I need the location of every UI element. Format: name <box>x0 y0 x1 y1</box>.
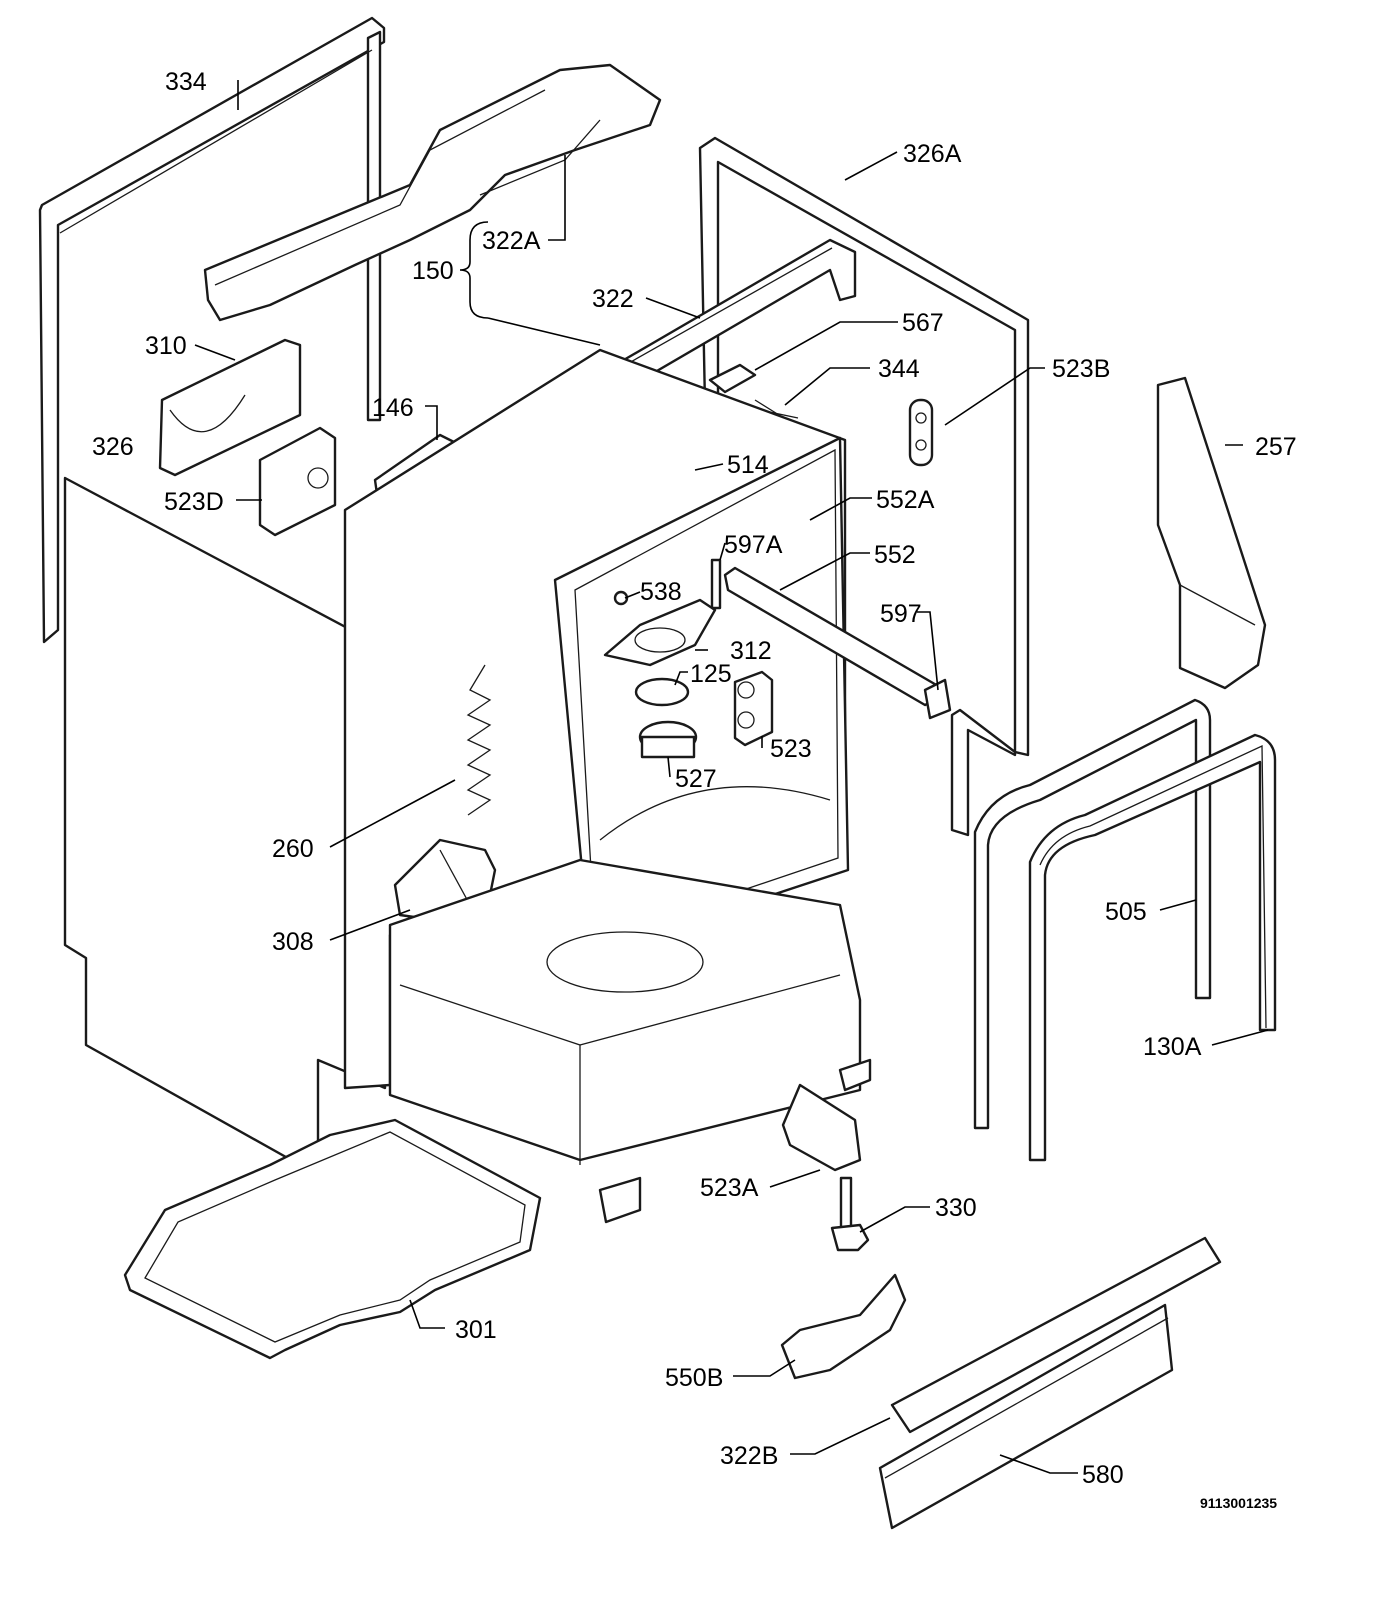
label-597: 597 <box>880 600 922 628</box>
label-322: 322 <box>592 285 634 313</box>
label-146: 146 <box>372 394 414 422</box>
part-597-clip <box>923 678 952 720</box>
part-312-spray-arm <box>603 598 717 667</box>
document-number: 9113001235 <box>1200 1495 1277 1511</box>
label-322A: 322A <box>482 227 541 255</box>
label-523B: 523B <box>1052 355 1110 383</box>
label-552: 552 <box>874 541 916 569</box>
label-580: 580 <box>1082 1461 1124 1489</box>
label-326A: 326A <box>903 140 962 168</box>
part-523A-bracket <box>781 1083 862 1172</box>
part-597A-clip <box>710 558 722 610</box>
part-523D-cover <box>258 426 337 537</box>
part-580-plinth <box>878 1303 1174 1530</box>
part-125-ring <box>634 677 690 707</box>
part-257-wedge <box>1156 376 1267 690</box>
label-330: 330 <box>935 1194 977 1222</box>
label-523D: 523D <box>164 488 224 516</box>
part-334-side-frame <box>38 16 386 644</box>
label-505: 505 <box>1105 898 1147 926</box>
part-330-foot <box>830 1176 870 1252</box>
part-130A-seal <box>1028 733 1277 1162</box>
part-301-tray <box>123 1118 542 1360</box>
part-567-clip <box>708 363 757 394</box>
part-322B-rail <box>890 1236 1222 1434</box>
label-523: 523 <box>770 735 812 763</box>
part-150-brace <box>459 221 489 319</box>
part-523B-bracket <box>908 398 934 467</box>
label-550B: 550B <box>665 1364 723 1392</box>
label-523A: 523A <box>700 1174 759 1202</box>
label-552A: 552A <box>876 486 935 514</box>
label-334: 334 <box>165 68 207 96</box>
label-597A: 597A <box>724 531 783 559</box>
label-310: 310 <box>145 332 187 360</box>
part-550B-bracket <box>780 1273 907 1380</box>
part-labels: 334 322A 150 326A 322 567 310 344 523B 1… <box>92 68 1297 1511</box>
label-125: 125 <box>690 660 732 688</box>
leader-lines <box>194 80 1269 1474</box>
label-514: 514 <box>727 451 769 479</box>
label-260: 260 <box>272 835 314 863</box>
part-310-cover <box>158 338 302 477</box>
part-505-seal <box>973 698 1212 1130</box>
label-130A: 130A <box>1143 1033 1202 1061</box>
part-527-filter <box>638 720 698 759</box>
part-326-side-panel <box>63 476 387 1177</box>
label-301: 301 <box>455 1316 497 1344</box>
label-326: 326 <box>92 433 134 461</box>
base-frame <box>388 858 872 1224</box>
label-312: 312 <box>730 637 772 665</box>
label-322B: 322B <box>720 1442 778 1470</box>
label-527: 527 <box>675 765 717 793</box>
label-538: 538 <box>640 578 682 606</box>
label-150: 150 <box>412 257 454 285</box>
label-344: 344 <box>878 355 920 383</box>
part-523-bracket <box>733 670 774 747</box>
part-260-spring <box>466 664 492 816</box>
label-567: 567 <box>902 309 944 337</box>
label-257: 257 <box>1255 433 1297 461</box>
label-308: 308 <box>272 928 314 956</box>
